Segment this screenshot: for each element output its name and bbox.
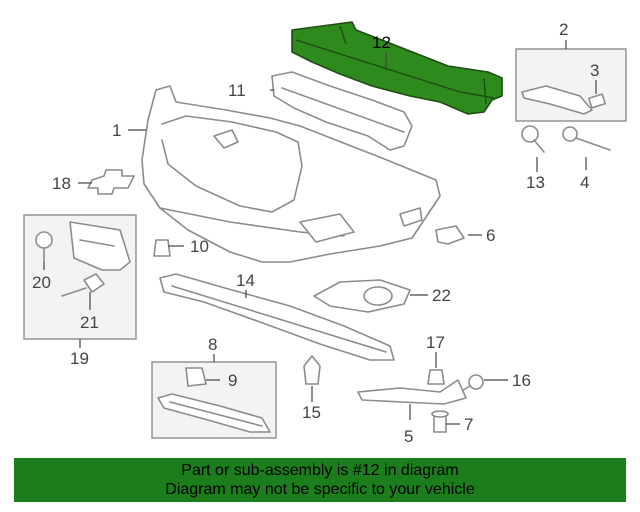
part-12-impact-bar[interactable] [291,21,503,115]
notice-line-2: Diagram may not be specific to your vehi… [165,481,475,498]
part-20-screw[interactable] [35,231,53,263]
part-18-emblem[interactable] [87,169,135,195]
callout-21: 21 [80,313,99,332]
callout-14: 14 [236,271,255,290]
callout-labels: 1 2 3 4 5 6 7 8 9 10 11 12 13 14 15 16 1… [32,20,599,446]
highlight-notice-banner: Part or sub-assembly is #12 in diagram D… [14,458,626,502]
callout-7: 7 [464,415,473,434]
callout-1: 1 [112,121,121,140]
part-5-reinforcement[interactable] [357,379,467,405]
part-7-bolt[interactable] [431,410,449,433]
callout-4: 4 [580,173,589,192]
parts-diagram: 1 2 3 4 5 6 7 8 9 10 11 12 13 14 15 16 1… [23,20,627,446]
callout-16: 16 [512,371,531,390]
part-10-retainer[interactable] [153,239,171,257]
notice-line-1: Part or sub-assembly is #12 in diagram [181,462,459,479]
callout-22: 22 [432,286,451,305]
part-3-clip[interactable] [587,93,607,109]
part-15-retainer[interactable] [303,355,321,385]
callout-13: 13 [526,173,545,192]
callout-5: 5 [404,427,413,446]
callout-8: 8 [208,335,217,354]
leader-lines [43,40,597,425]
callout-3: 3 [590,61,599,80]
callout-20: 20 [32,273,51,292]
part-2-bracket[interactable] [521,85,593,115]
callout-2: 2 [559,20,568,39]
callout-15: 15 [302,403,321,422]
part-license-bracket[interactable] [69,221,131,271]
part-13-push-pin[interactable] [521,125,545,153]
callout-6: 6 [486,226,495,245]
part-8-lower-grille[interactable] [157,393,271,433]
callout-10: 10 [190,237,209,256]
callout-19: 19 [70,349,89,368]
part-17-retainer[interactable] [427,369,445,385]
part-21-bolt[interactable] [61,273,105,297]
part-11-energy-absorber[interactable] [271,71,413,151]
part-9-clip[interactable] [185,367,207,387]
part-16-bolt[interactable] [459,374,484,393]
callout-18: 18 [52,174,71,193]
callout-11: 11 [228,81,246,100]
callout-12: 12 [372,33,391,52]
part-14-deflector[interactable] [159,273,395,361]
callout-17: 17 [426,333,445,352]
part-4-bolt[interactable] [562,126,611,151]
part-22-fog-bezel[interactable] [313,279,411,313]
callout-9: 9 [228,371,237,390]
part-6-clip[interactable] [435,225,465,245]
part-1-bumper-fascia[interactable] [141,85,441,263]
